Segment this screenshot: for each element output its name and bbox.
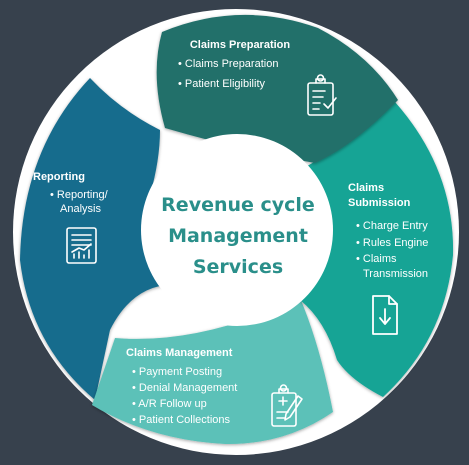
- center-title-line: Revenue cycle: [161, 194, 315, 216]
- segment-claims-preparation: [156, 14, 398, 163]
- claims-submission-item: • Claims: [356, 253, 397, 265]
- claims-management-title: Claims Management: [126, 347, 233, 359]
- claims-preparation-item: • Claims Preparation: [178, 58, 279, 70]
- claims-management-item: • Patient Collections: [132, 414, 231, 426]
- document-download-icon: [372, 295, 398, 335]
- clipboard-edit-icon: [271, 384, 303, 427]
- reporting-item: Analysis: [60, 203, 101, 215]
- report-chart-icon: [66, 227, 97, 264]
- segment-claims-submission: [300, 102, 454, 397]
- center-title-line: Services: [192, 256, 284, 278]
- claims-submission-item: • Charge Entry: [356, 220, 428, 232]
- reporting-item: • Reporting/: [50, 189, 108, 201]
- claims-submission-title: Submission: [348, 197, 411, 209]
- claims-management-item: • A/R Follow up: [132, 398, 207, 410]
- segment-reporting: [20, 78, 165, 400]
- claims-submission-item: Transmission: [363, 268, 428, 280]
- claims-submission-title: Claims: [348, 182, 385, 194]
- center-title-line: Management: [168, 225, 308, 247]
- claims-preparation-item: • Patient Eligibility: [178, 78, 266, 90]
- claims-submission-item: • Rules Engine: [356, 237, 429, 249]
- claims-preparation-title: Claims Preparation: [189, 39, 291, 51]
- claims-management-item: • Payment Posting: [132, 366, 223, 378]
- center-disc: [141, 134, 333, 326]
- clipboard-check-icon: [307, 74, 337, 116]
- reporting-title: Reporting: [33, 171, 85, 183]
- claims-management-item: • Denial Management: [132, 382, 238, 394]
- center-title: Revenue cycle Management Services: [143, 190, 333, 283]
